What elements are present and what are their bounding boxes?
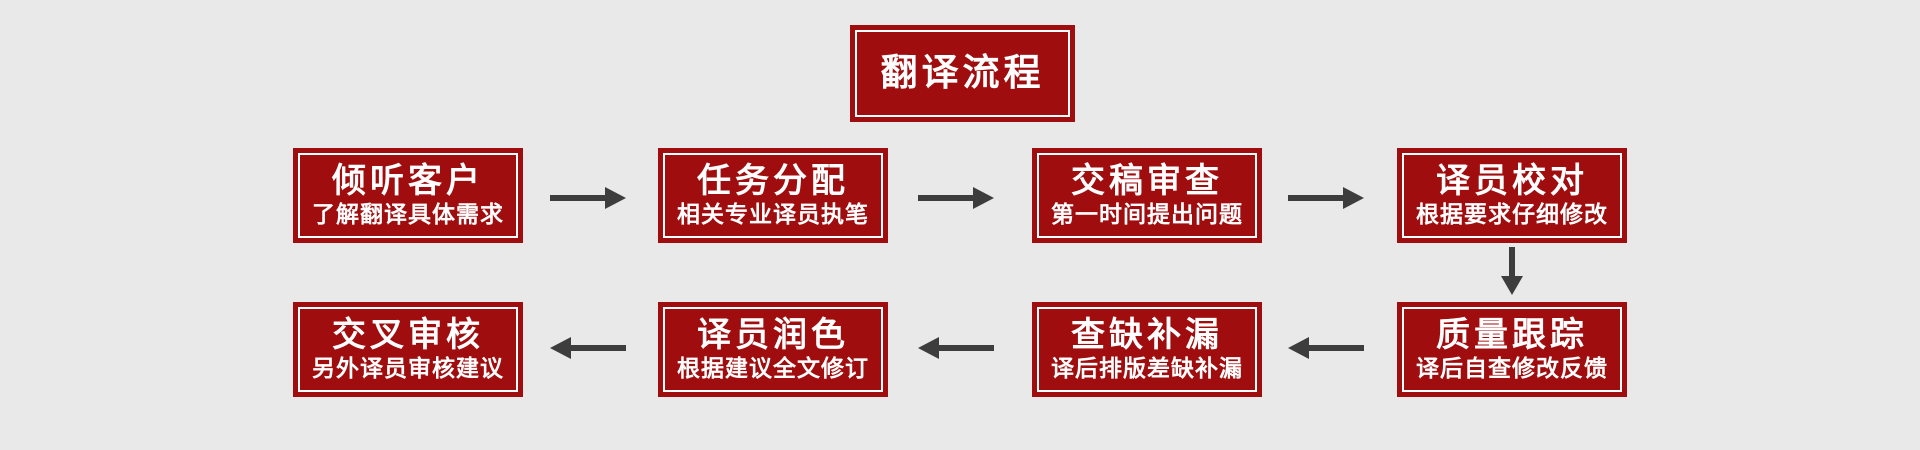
arrow-right-icon [918, 186, 994, 210]
flow-step-gap-checking: 查缺补漏 译后排版差缺补漏 [1032, 302, 1262, 397]
step-title: 交叉审核 [332, 315, 484, 354]
arrow-down-icon [1500, 247, 1524, 295]
step-title: 倾听客户 [332, 161, 484, 200]
step-subtitle: 根据建议全文修订 [677, 355, 869, 382]
arrow-left-icon [1288, 336, 1364, 360]
step-subtitle: 另外译员审核建议 [312, 355, 504, 382]
flow-step-listen-to-client: 倾听客户 了解翻译具体需求 [293, 148, 523, 243]
flow-step-translator-proofreading: 译员校对 根据要求仔细修改 [1397, 148, 1627, 243]
diagram-title-box: 翻译流程 [850, 25, 1075, 122]
flow-step-translator-polishing: 译员润色 根据建议全文修订 [658, 302, 888, 397]
arrow-right-icon [550, 186, 626, 210]
step-title: 查缺补漏 [1071, 315, 1223, 354]
step-subtitle: 相关专业译员执笔 [677, 201, 869, 228]
step-subtitle: 译后排版差缺补漏 [1051, 355, 1243, 382]
step-subtitle: 根据要求仔细修改 [1416, 201, 1608, 228]
step-title: 任务分配 [697, 161, 849, 200]
step-subtitle: 了解翻译具体需求 [312, 201, 504, 228]
diagram-title: 翻译流程 [880, 52, 1045, 94]
arrow-left-icon [550, 336, 626, 360]
step-title: 译员校对 [1436, 161, 1588, 200]
step-title: 译员润色 [697, 315, 849, 354]
step-subtitle: 第一时间提出问题 [1051, 201, 1243, 228]
step-title: 交稿审查 [1071, 161, 1223, 200]
arrow-right-icon [1288, 186, 1364, 210]
arrow-left-icon [918, 336, 994, 360]
flow-step-quality-tracking: 质量跟踪 译后自查修改反馈 [1397, 302, 1627, 397]
diagram-title-frame: 翻译流程 [855, 30, 1070, 117]
step-title: 质量跟踪 [1436, 315, 1588, 354]
flow-step-cross-review: 交叉审核 另外译员审核建议 [293, 302, 523, 397]
step-subtitle: 译后自查修改反馈 [1416, 355, 1608, 382]
flow-step-submission-review: 交稿审查 第一时间提出问题 [1032, 148, 1262, 243]
flow-step-task-assignment: 任务分配 相关专业译员执笔 [658, 148, 888, 243]
